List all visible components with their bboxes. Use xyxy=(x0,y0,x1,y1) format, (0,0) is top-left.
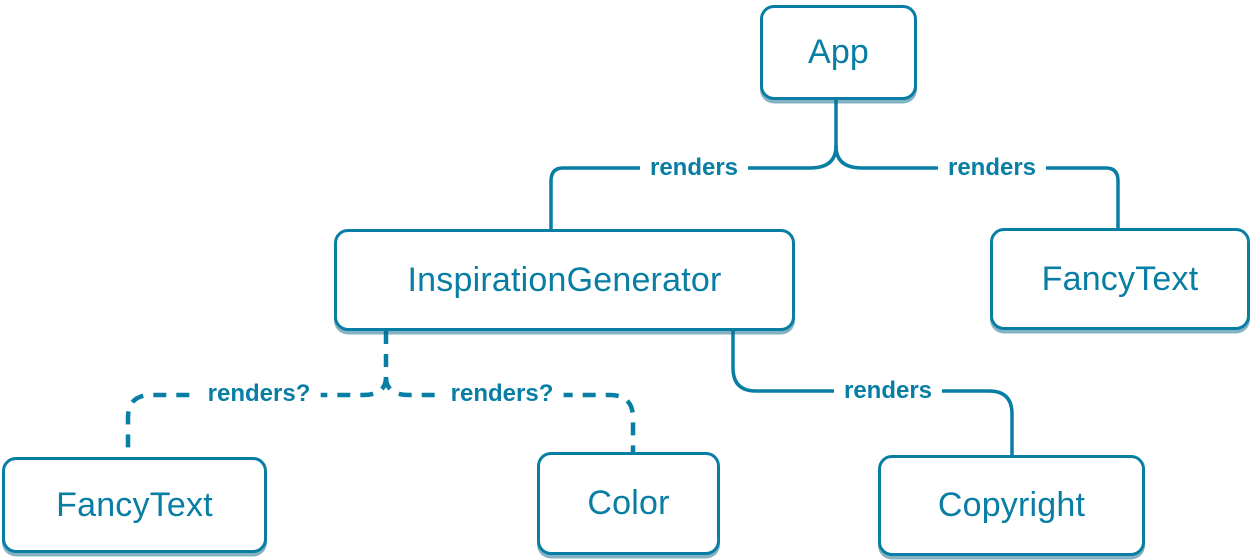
node-fancy-text-bottom-label: FancyText xyxy=(56,485,213,524)
node-color: Color xyxy=(537,452,720,555)
node-app: App xyxy=(760,5,917,100)
edge-app-to-inspiration-generator xyxy=(549,144,838,231)
node-inspiration-generator-label: InspirationGenerator xyxy=(407,260,722,299)
edge-app-to-fancy-text xyxy=(834,144,1120,230)
node-inspiration-generator: InspirationGenerator xyxy=(334,229,795,331)
node-fancy-text-bottom: FancyText xyxy=(2,457,267,553)
edge-label-renders-copyright: renders xyxy=(833,375,943,407)
edge-inspiration-generator-to-color-dashed xyxy=(383,376,636,452)
node-color-label: Color xyxy=(587,484,670,522)
node-app-label: App xyxy=(807,33,870,71)
edge-label-renders-question-left: renders? xyxy=(197,378,321,410)
node-copyright-label: Copyright xyxy=(937,486,1086,524)
node-fancy-text-top: FancyText xyxy=(990,228,1250,330)
node-copyright: Copyright xyxy=(878,455,1145,556)
node-fancy-text-top-label: FancyText xyxy=(1041,259,1199,298)
edge-label-renders-question-right: renders? xyxy=(440,378,564,410)
edge-label-renders-app-left: renders xyxy=(639,152,749,184)
edge-inspiration-generator-to-fancy-text-dashed xyxy=(125,376,389,457)
edge-label-renders-app-right: renders xyxy=(937,152,1047,184)
